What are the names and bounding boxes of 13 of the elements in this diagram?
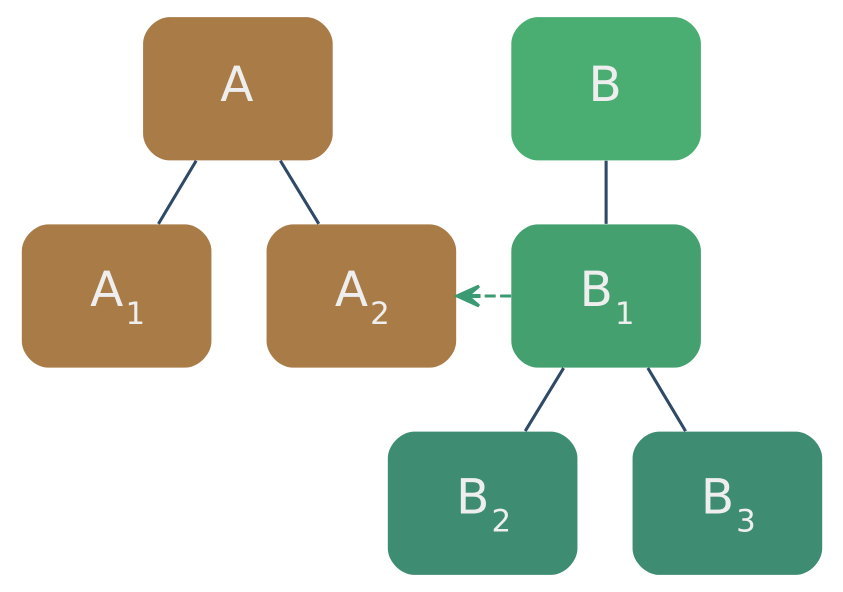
node-box: A — [142, 17, 332, 160]
node-box: A$_{2}$ — [266, 224, 456, 368]
connector — [604, 160, 608, 224]
connector — [278, 160, 320, 225]
node-box: B$_{2}$ — [387, 432, 577, 575]
connector — [646, 367, 686, 432]
arrow — [454, 284, 511, 308]
node-box: B — [510, 17, 700, 160]
connector — [156, 160, 197, 225]
node-box: A$_{1}$ — [21, 224, 211, 368]
connector — [523, 367, 564, 432]
node-box: B$_{1}$ — [510, 224, 700, 368]
node-box: B$_{3}$ — [632, 432, 822, 575]
